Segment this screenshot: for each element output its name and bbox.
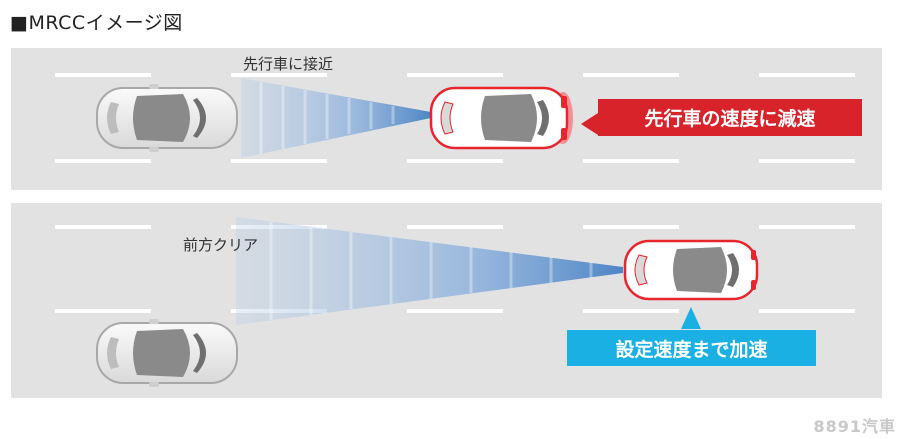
watermark: 8891汽車 xyxy=(813,417,896,436)
radar-beam-approach xyxy=(241,78,431,158)
road-scene-clear xyxy=(55,217,855,387)
own-vehicle-top xyxy=(96,84,238,152)
lead-vehicle-bottom xyxy=(623,239,759,301)
callout-pointer-accelerate xyxy=(681,307,701,329)
own-vehicle-bottom xyxy=(96,319,238,387)
caption-approach: 先行車に接近 xyxy=(243,55,334,73)
diagram-title: ■MRCCイメージ図 xyxy=(10,12,183,34)
road-panel-clear: 前方クリア xyxy=(11,203,882,398)
lead-vehicle-top xyxy=(429,86,573,150)
callout-pointer-decelerate xyxy=(581,113,598,135)
radar-beam-clear xyxy=(236,217,623,325)
lane-markings-top xyxy=(55,73,855,163)
callout-accelerate: 設定速度まで加速 xyxy=(567,330,816,366)
caption-clear: 前方クリア xyxy=(183,236,259,254)
callout-decelerate: 先行車の速度に減速 xyxy=(598,99,862,136)
road-scene-approach xyxy=(55,73,855,163)
